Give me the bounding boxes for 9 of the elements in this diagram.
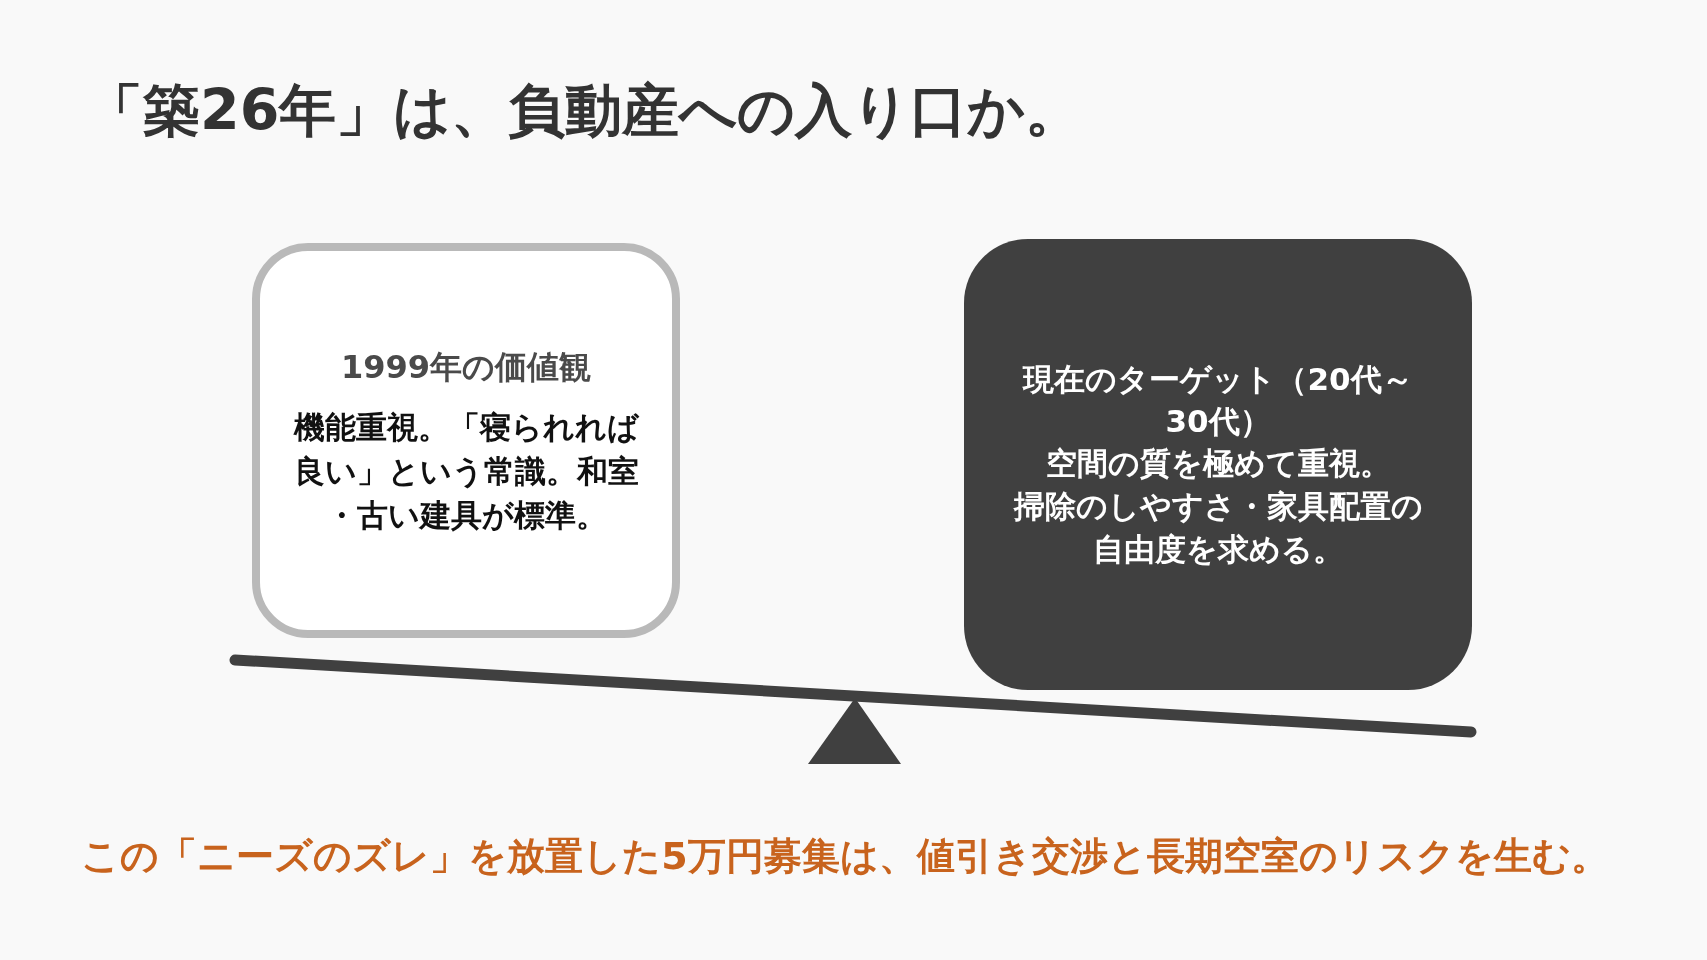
card-heading: 現在のターゲット（20代～30代） (1021, 360, 1414, 441)
card-text: 掃除のしやすさ・家具配置の自由度を求める。 (1012, 487, 1424, 569)
card-heading: 1999年の価値観 (340, 346, 592, 388)
card-text: 空間の質を極めて重視。 (1045, 444, 1391, 483)
slide-title: 「築26年」は、負動産への入り口か。 (86, 76, 1083, 144)
card-text: 機能重視。「寝られれば良い」という常識。和室・古い建具が標準。 (292, 407, 640, 535)
info-card (964, 239, 1472, 690)
info-card (252, 243, 680, 638)
conclusion-text: この「ニーズのズレ」を放置した5万円募集は、値引き交渉と長期空室のリスクを生む。 (80, 833, 1610, 880)
